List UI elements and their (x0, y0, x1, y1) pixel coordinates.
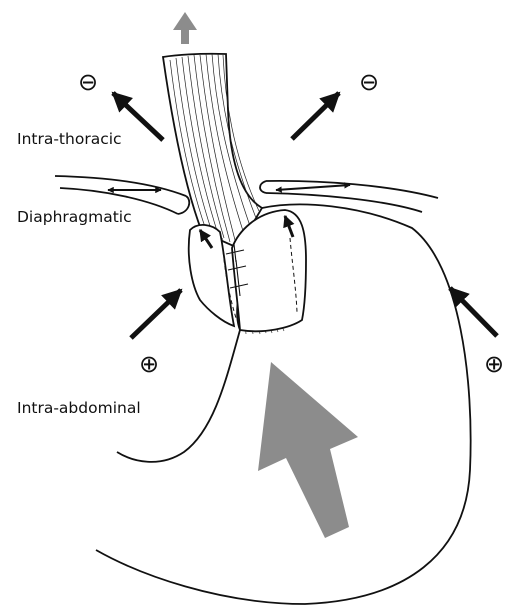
esophagus (163, 54, 262, 248)
negative-sign-left: ⊖ (78, 68, 98, 96)
positive-sign-right: ⊕ (484, 350, 504, 378)
esophageal-traction-arrow (173, 12, 197, 44)
negative-sign-right: ⊖ (359, 68, 379, 96)
positive-sign-left: ⊕ (139, 350, 159, 378)
arrow-up-right (292, 93, 339, 139)
label-intra-abdominal: Intra-abdominal (17, 399, 141, 417)
large-pressure-arrow (258, 362, 358, 538)
label-intra-thoracic: Intra-thoracic (17, 130, 122, 148)
arrow-in-left (131, 290, 181, 338)
arrow-diaphragm-right (276, 185, 350, 190)
label-diaphragmatic: Diaphragmatic (17, 208, 132, 226)
